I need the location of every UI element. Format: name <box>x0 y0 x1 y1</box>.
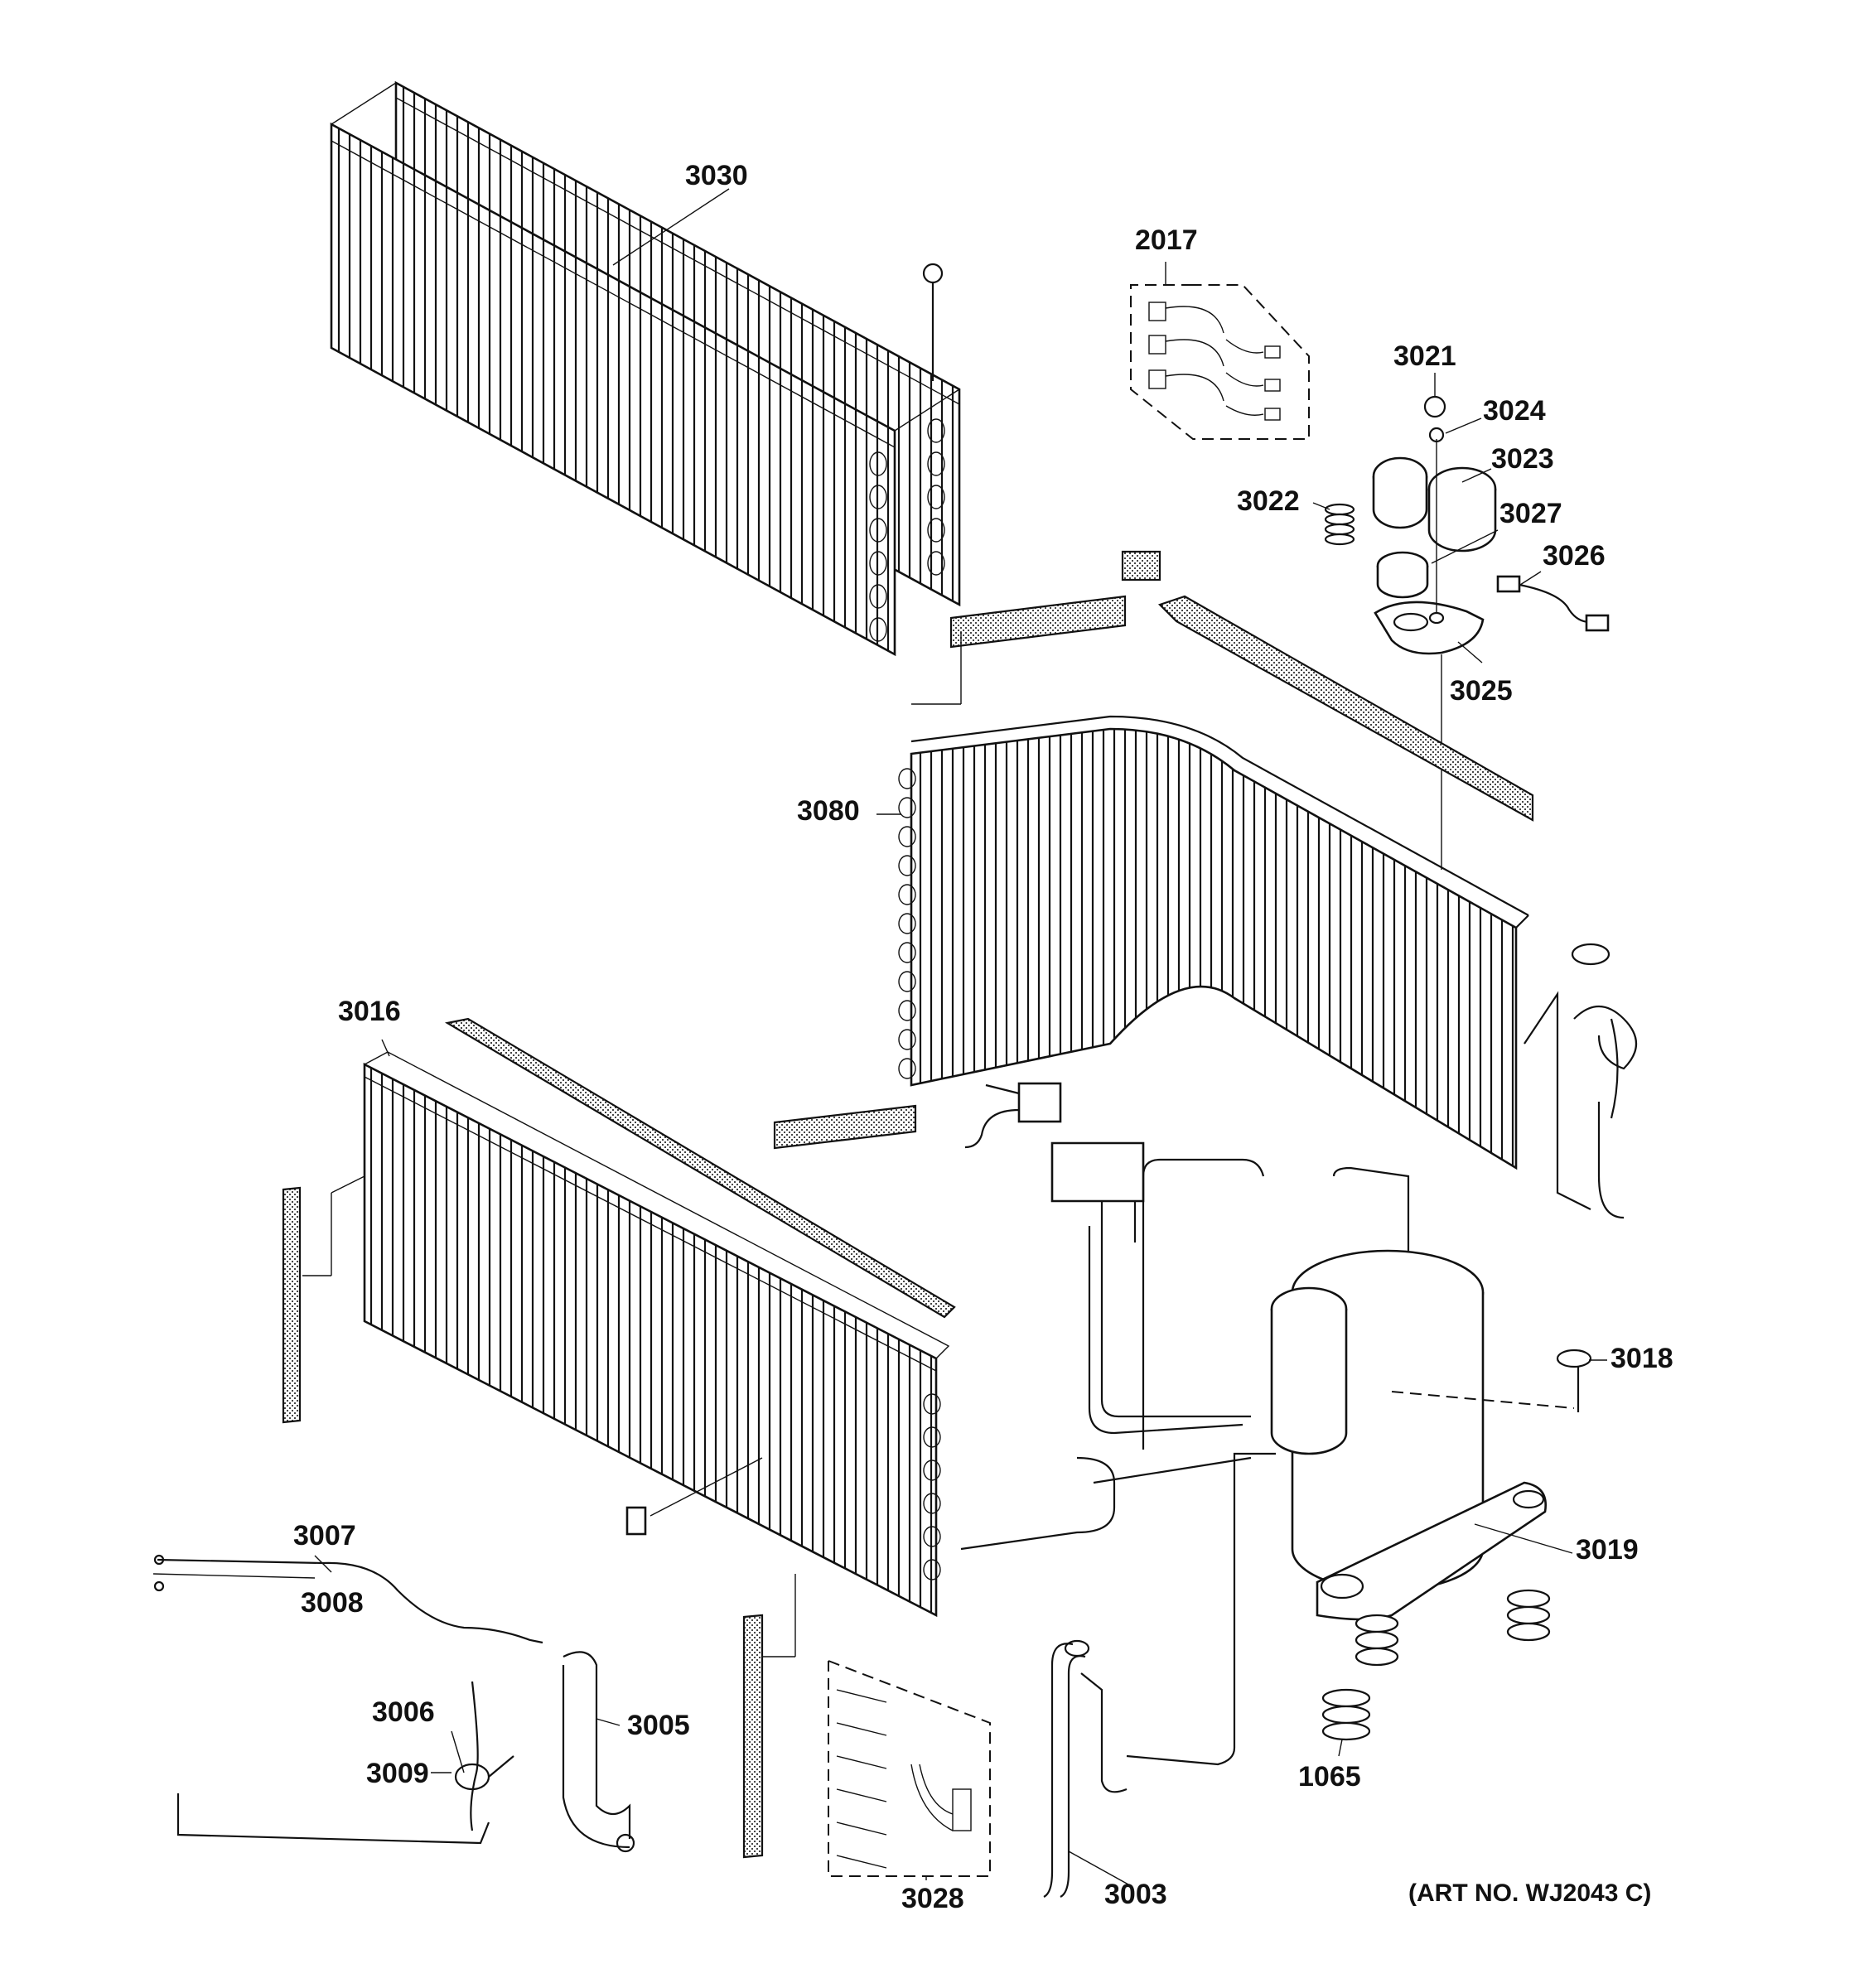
callout-3005: 3005 <box>627 1710 690 1741</box>
callout-3003: 3003 <box>1104 1879 1167 1910</box>
capacitor-assembly <box>1324 395 1610 870</box>
callout-2017: 2017 <box>1135 224 1198 256</box>
evaporator-coil-3080 <box>898 631 1529 1170</box>
condenser-coil-3030 <box>330 80 961 657</box>
art-number: (ART NO. WJ2043 C) <box>1408 1879 1651 1907</box>
callout-3028: 3028 <box>901 1883 964 1914</box>
callout-3080: 3080 <box>797 795 860 827</box>
callout-3006: 3006 <box>372 1696 435 1728</box>
wire-harness-2017 <box>1130 284 1310 440</box>
callout-3016: 3016 <box>338 996 401 1027</box>
front-coil-3016 <box>302 1051 950 1657</box>
tube-3003 <box>1043 1639 1128 1898</box>
callout-3007: 3007 <box>293 1520 356 1551</box>
callout-labels: 3030 2017 3021 3024 3023 3022 3027 3026 … <box>293 160 1673 1914</box>
capillary-tubes-3007-3008 <box>152 1554 543 1644</box>
compressor-3019 <box>960 943 1637 1766</box>
callout-3018: 3018 <box>1610 1343 1673 1374</box>
valve-components-3005-3006 <box>176 1651 635 1853</box>
callout-3026: 3026 <box>1543 540 1606 572</box>
callout-3025: 3025 <box>1450 675 1513 707</box>
callout-3009: 3009 <box>366 1758 429 1789</box>
callout-3023: 3023 <box>1491 443 1554 475</box>
leader-lines <box>314 188 1607 1885</box>
callout-3019: 3019 <box>1576 1534 1639 1566</box>
callout-3024: 3024 <box>1483 395 1546 427</box>
insulation-strips <box>282 550 1534 1859</box>
callout-3008: 3008 <box>301 1587 364 1619</box>
wire-harness-3028 <box>828 1660 991 1877</box>
callout-3021: 3021 <box>1393 340 1456 372</box>
callout-3030: 3030 <box>685 160 748 191</box>
callout-3027: 3027 <box>1499 498 1562 529</box>
callout-1065: 1065 <box>1298 1761 1361 1793</box>
callout-3022: 3022 <box>1237 485 1300 517</box>
